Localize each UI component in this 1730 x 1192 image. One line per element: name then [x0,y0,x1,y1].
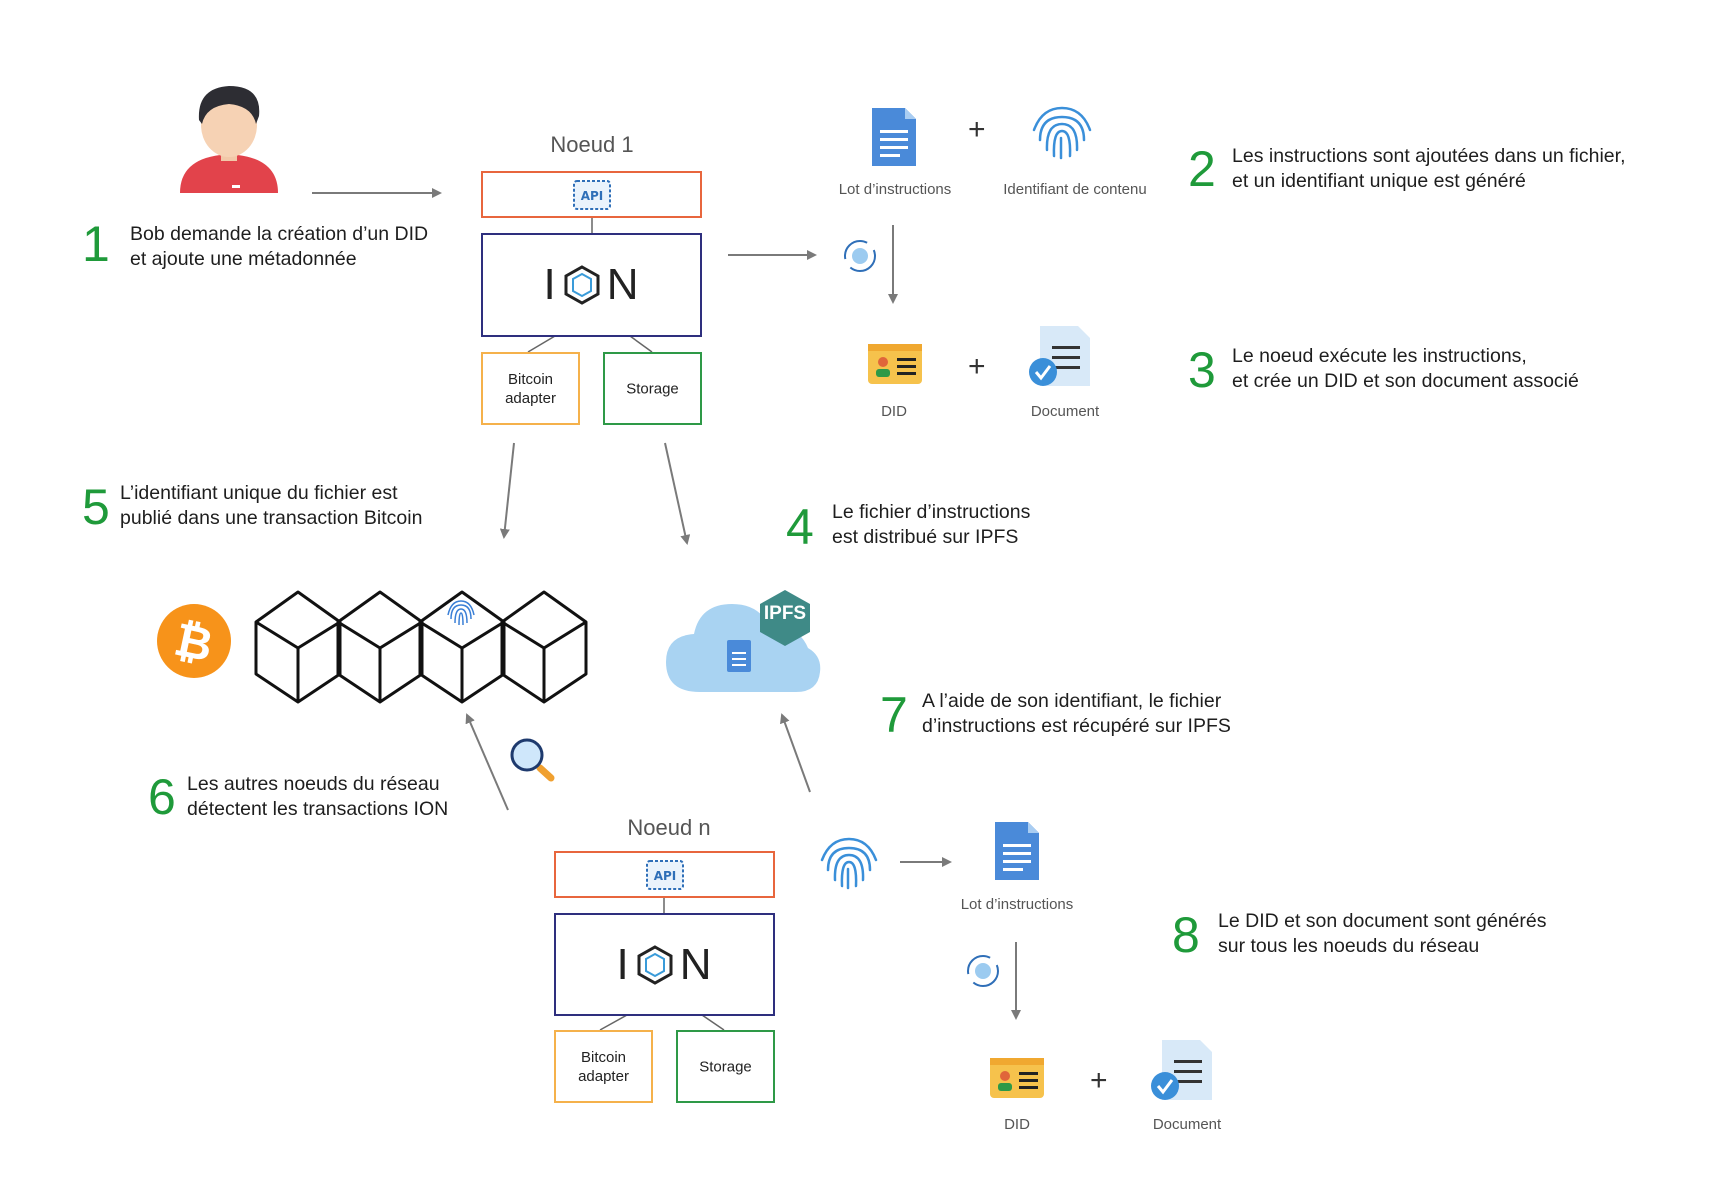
node-title: Noeud n [627,815,711,840]
step-text-line: détectent les transactions ION [187,798,449,820]
caption-document: Document [1152,1116,1222,1133]
step-text-line: Le fichier d’instructions [832,501,1031,523]
caption-did: DID [881,403,907,420]
step-text-line: Le noeud exécute les instructions, [1232,345,1527,367]
step-number: 1 [82,216,110,272]
step-text-line: publié dans une transaction Bitcoin [120,507,423,529]
sync-icon [967,955,999,987]
step-text-line: et un identifiant unique est généré [1232,170,1526,192]
caption-identifiant: Identifiant de contenu [1003,181,1147,198]
storage-box: Storage [603,352,702,425]
cloud-icon [666,604,821,692]
ion-box: I N [554,913,775,1016]
bitcoin-icon: ₿ [157,604,231,678]
step-number: 6 [148,769,176,825]
step-text-line: et ajoute une métadonnée [130,248,357,270]
step-text-line: L’identifiant unique du fichier est [120,482,398,504]
caption-lot-instructions: Lot d’instructions [838,181,952,198]
step-text-line: Bob demande la création d’un DID [130,223,429,245]
step-number: 7 [880,687,908,743]
document-icon [995,822,1039,880]
ion-box: I N [481,233,702,337]
bitcoin-adapter-box: Bitcoin adapter [481,352,580,425]
id-card-icon [990,1058,1044,1098]
step-text-line: d’instructions est récupéré sur IPFS [922,715,1231,737]
step-text-line: Les autres noeuds du réseau [187,773,440,795]
plus-sign: + [1090,1064,1108,1097]
step-number: 2 [1188,141,1216,197]
magnifier-icon [510,738,555,782]
ipfs-icon [760,590,810,646]
arrow-noden-to-ipfs [780,713,811,793]
step-text-line: et crée un DID et son document associé [1232,370,1579,392]
sync-icon [844,240,876,272]
signed-document-icon [1151,1040,1212,1100]
api-chip-icon: API [572,179,611,210]
bitcoin-adapter-box: Bitcoin adapter [554,1030,653,1103]
fingerprint-icon [820,837,878,890]
user-icon [180,86,278,193]
arrow-storage-to-ipfs [664,442,691,545]
api-box: API [481,171,702,218]
step-text-line: est distribué sur IPFS [832,526,1019,548]
step-number: 8 [1172,907,1200,963]
step-text-line: Le DID et son document sont générés [1218,910,1547,932]
ion-logo-icon: I N [543,260,640,309]
storage-box: Storage [676,1030,775,1103]
caption-document: Document [1030,403,1100,420]
fingerprint-icon [447,600,475,626]
document-icon [872,108,916,166]
ipfs-label: IPFS [763,603,807,624]
arrow-noden-to-chain [465,713,509,811]
arrow-bitcoin-to-chain [499,442,515,539]
blockchain-icon [254,590,588,704]
step-number: 3 [1188,342,1216,398]
signed-document-icon [1029,326,1090,386]
svg-text:API: API [580,189,603,203]
step-number: 4 [786,499,814,555]
step-text-line: A l’aide de son identifiant, le fichier [922,690,1222,712]
caption-did: DID [1004,1116,1030,1133]
caption-lot-instructions: Lot d’instructions [960,896,1074,913]
api-chip-icon: API [645,859,684,890]
node-title: Noeud 1 [550,132,634,157]
plus-sign: + [968,350,986,383]
api-box: API [554,851,775,898]
plus-sign: + [968,113,986,146]
step-text-line: Les instructions sont ajoutées dans un f… [1232,145,1626,167]
fingerprint-icon [1032,106,1092,160]
step-text-line: sur tous les noeuds du réseau [1218,935,1480,957]
svg-text:API: API [653,869,676,883]
ion-logo-icon: I N [616,939,713,989]
id-card-icon [868,344,922,384]
step-number: 5 [82,479,110,535]
